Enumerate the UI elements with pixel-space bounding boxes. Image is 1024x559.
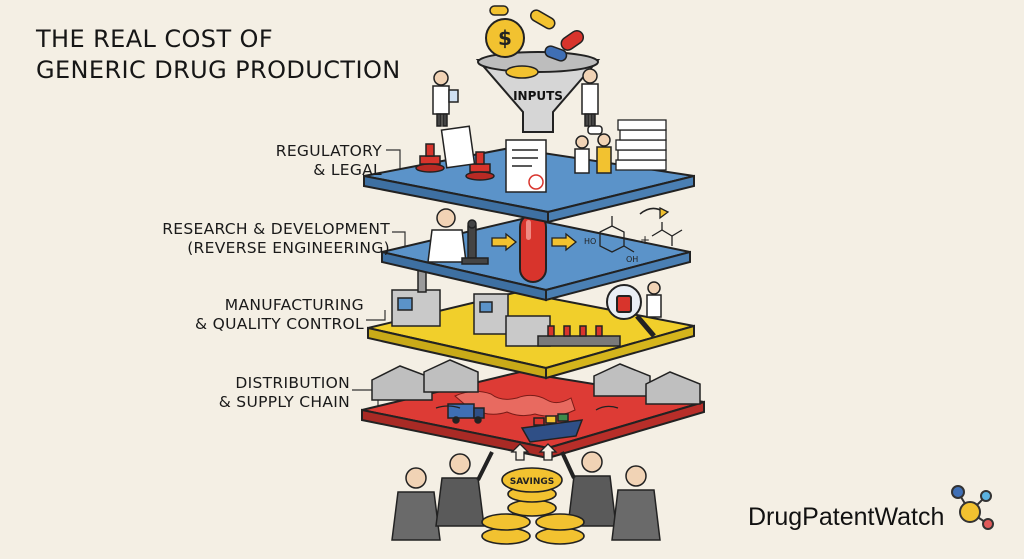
paper-stack-icon [615,119,667,171]
svg-text:OH: OH [626,255,638,264]
savings-coin-stack-icon: SAVINGS [481,467,585,545]
layer-regulatory-legal [363,119,695,224]
scientist-left-icon [432,70,459,127]
inputs-funnel: INPUTS [475,51,601,133]
svg-text:$: $ [498,26,512,50]
lawyers-icon [574,125,612,174]
label-research-development: RESEARCH & DEVELOPMENT (REVERSE ENGINEER… [162,220,390,257]
capsule-icons [489,5,585,62]
chemical-structure-icon: HO OH + [584,206,683,264]
brand-logo-icon [951,485,994,530]
business-people-icons [391,451,661,541]
label-manufacturing: MANUFACTURING & QUALITY CONTROL [194,296,364,333]
brand-name[interactable]: DrugPatentWatch [748,503,945,531]
document-icons [440,125,547,193]
savings-label: SAVINGS [510,477,555,487]
truck-icon [447,403,485,424]
route-arrows [435,405,619,411]
layer-manufacturing [367,265,695,380]
layer-distribution [361,359,705,460]
scientist-right-icon [581,68,599,127]
arrow-right-icon [491,232,578,252]
factory-machine-icons [391,265,551,347]
pill-capsule-icon [519,213,547,283]
page-title: THE REAL COST OF GENERIC DRUG PRODUCTION [36,24,401,86]
rubber-stamp-icon [415,143,495,181]
upward-arrows [510,443,558,461]
dollar-coin-icon: $ [485,18,539,79]
conveyor-belt-icon [537,325,621,347]
inspector-icon [646,281,662,318]
warehouse-icons [371,359,701,405]
label-distribution: DISTRIBUTION & SUPPLY CHAIN [218,374,350,411]
researcher-microscope-icon [427,208,489,265]
cargo-ship-icon [520,413,584,443]
layer-research-development: HO OH + [381,206,691,302]
label-regulatory: REGULATORY & LEGAL [275,142,382,179]
svg-text:+: + [640,233,650,247]
title-line-1: THE REAL COST OF [36,25,274,53]
svg-text:HO: HO [584,237,596,246]
inputs-label: INPUTS [513,89,563,103]
magnifying-glass-icon [606,284,656,338]
title-line-2: GENERIC DRUG PRODUCTION [36,56,401,84]
